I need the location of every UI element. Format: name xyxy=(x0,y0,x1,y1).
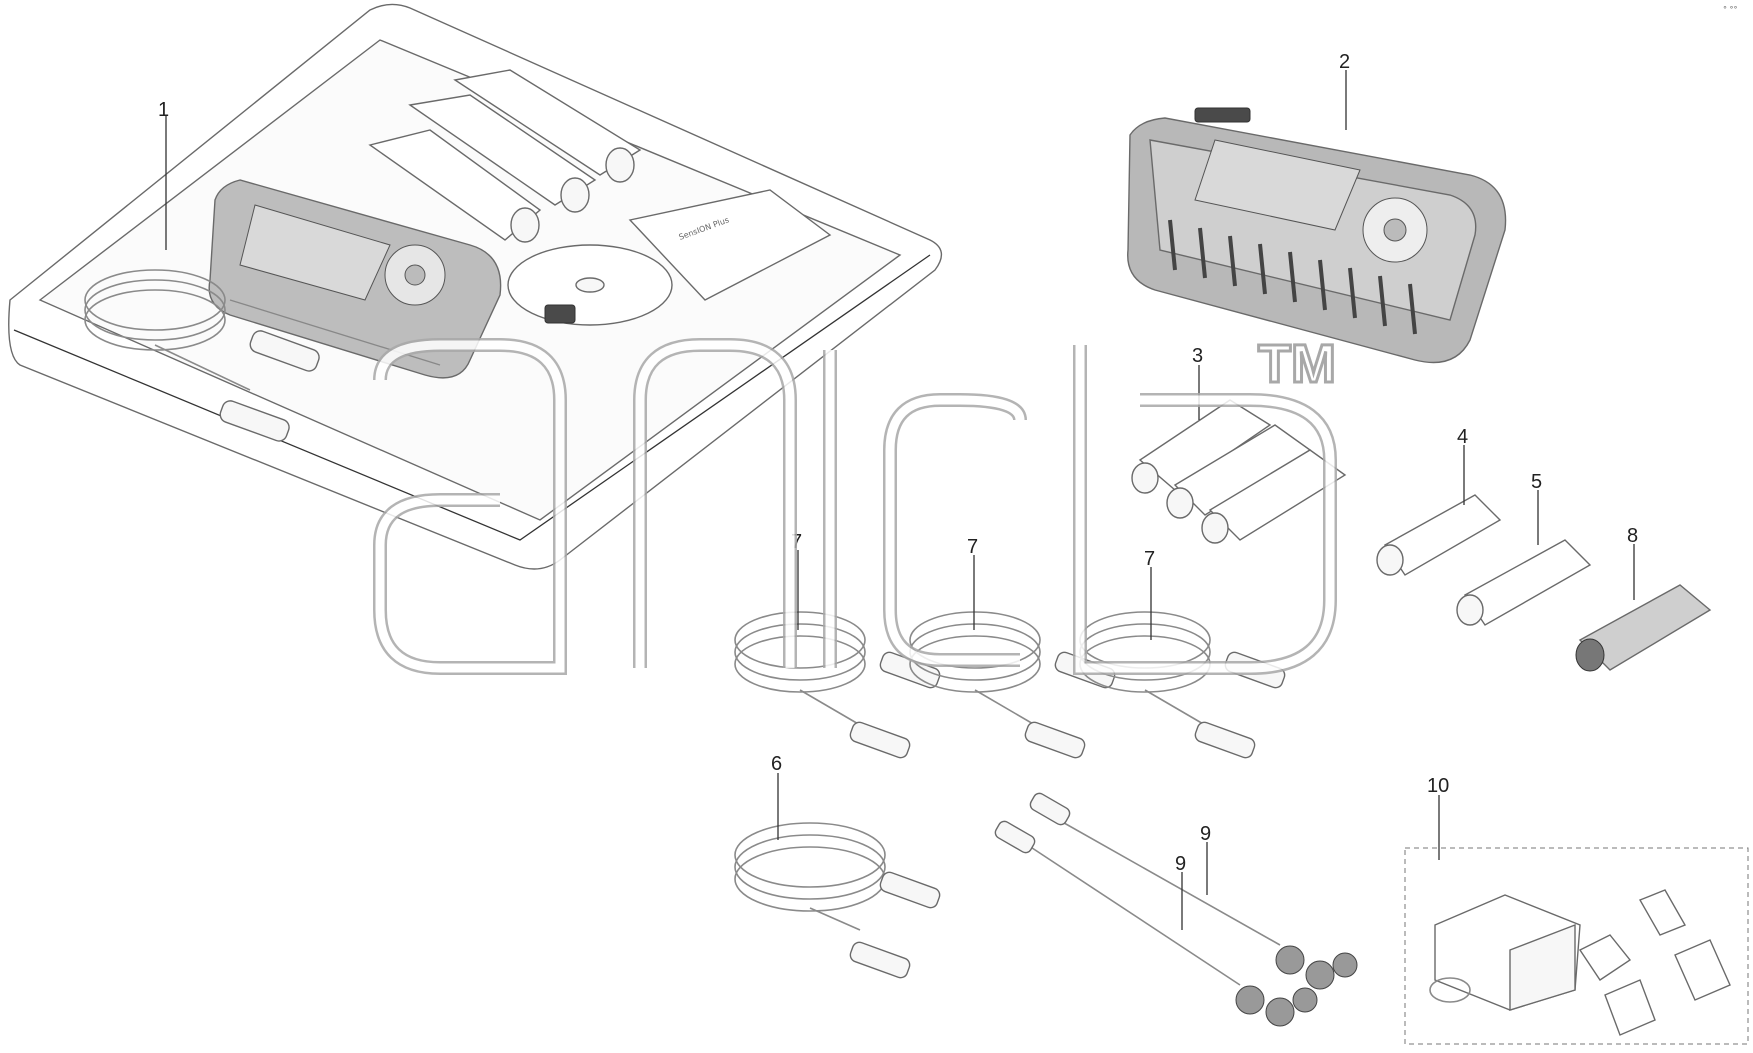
handheld-meter: 2 xyxy=(1127,51,1507,364)
cable-6: 6 xyxy=(734,753,941,979)
callout-2: 2 xyxy=(1339,51,1350,73)
probe-single-4: 4 xyxy=(1376,426,1502,576)
power-supply-kit: 10 xyxy=(1404,775,1749,1045)
watermark-logo: TM xyxy=(373,333,1337,675)
callout-5: 5 xyxy=(1531,471,1542,493)
callout-3: 3 xyxy=(1192,345,1203,367)
callout-9a: 9 xyxy=(1200,823,1211,845)
callout-6: 6 xyxy=(771,753,782,775)
software-cd xyxy=(507,244,673,326)
cable-in-case xyxy=(84,269,320,442)
callout-9b: 9 xyxy=(1175,853,1186,875)
callout-4: 4 xyxy=(1457,426,1468,448)
probe-set: 3 xyxy=(1131,345,1347,544)
user-manual: SensION Plus xyxy=(628,189,832,301)
cable-7c: 7 xyxy=(1079,548,1286,759)
callout-7c: 7 xyxy=(1144,548,1155,570)
corner-mark: ° °° xyxy=(1723,5,1738,14)
cable-7a: 7 xyxy=(734,531,941,759)
adapter-8: 8 xyxy=(1575,525,1712,672)
watermark-trademark: TM xyxy=(1258,334,1336,394)
cable-7b: 7 xyxy=(909,536,1116,759)
callout-1: 1 xyxy=(158,99,169,121)
callout-7b: 7 xyxy=(967,536,978,558)
probe-single-5: 5 xyxy=(1456,471,1592,626)
callout-8: 8 xyxy=(1627,525,1638,547)
callout-10: 10 xyxy=(1427,775,1449,797)
y-cable-9: 9 9 xyxy=(994,792,1358,1027)
carrying-case-kit: SensION Plus 1 xyxy=(8,3,943,570)
probes-in-case xyxy=(368,69,642,243)
